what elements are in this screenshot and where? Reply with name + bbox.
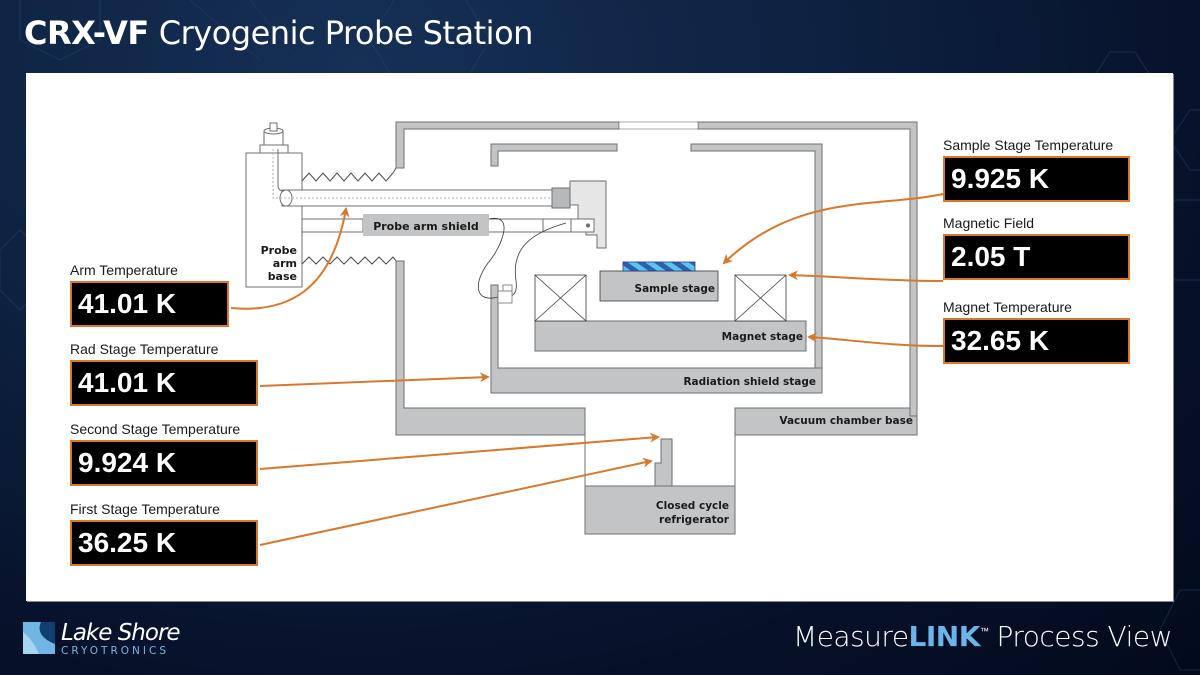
closed-cycle-refrigerator (584, 485, 736, 535)
refrigerator-cold-head (654, 438, 673, 487)
product-title: MeasureLINK™ Process View (793, 620, 1172, 653)
radiation-shield (490, 143, 823, 394)
arrow-first-stage-temperature (259, 457, 653, 546)
probe-arm-shield (301, 214, 595, 236)
first-stage-temperature-value: 36.25 K (70, 520, 258, 566)
chamber-window (618, 121, 699, 130)
company-subtitle: CRYOTRONICS (61, 645, 169, 657)
cable-block (497, 290, 513, 304)
sample-stage-label: Sample stage (635, 283, 715, 295)
second-stage-temperature-label: Second Stage Temperature (70, 421, 241, 437)
vacuum-chamber (395, 121, 918, 486)
vacuum-chamber-base-label: Vacuum chamber base (779, 415, 913, 427)
product-suffix: Process View (996, 620, 1172, 653)
readout-sample-stage-temperature: Sample Stage Temperature 9.925 K (943, 136, 1130, 202)
probe-cable-1 (477, 217, 505, 299)
product-prefix: Measure (793, 620, 909, 653)
radiation-shield-top-left (490, 143, 618, 167)
arm-temperature-value: 41.01 K (70, 281, 229, 327)
radiation-shield-stage-label: Radiation shield stage (683, 376, 816, 388)
model-code: CRX-VF (24, 14, 149, 52)
readout-magnet-temperature: Magnet Temperature 32.65 K (943, 298, 1130, 364)
magnet-temperature-label: Magnet Temperature (943, 299, 1072, 315)
sample-stage (599, 270, 719, 302)
probe-arm-base-label-1: Probe (261, 244, 297, 257)
process-view-panel: Probe arm shield Probe arm base Sample s… (26, 73, 1173, 601)
station-name: Cryogenic Probe Station (158, 14, 534, 52)
bellows-lower (301, 256, 397, 265)
second-stage-temperature-value: 9.924 K (70, 440, 258, 486)
magnet-coil-left (534, 274, 587, 322)
magnet-coil-right (734, 274, 787, 322)
probe-arm-base-label-2: arm (273, 257, 297, 270)
probe-arm-base-label-3: base (268, 270, 297, 283)
arrow-arm-temperature (230, 207, 350, 310)
arrow-sample-stage-temperature (722, 193, 944, 265)
arm-temperature-label: Arm Temperature (70, 262, 178, 278)
rad-stage-temperature-label: Rad Stage Temperature (70, 341, 219, 357)
probe-arm-shield-label: Probe arm shield (373, 220, 479, 233)
arrow-magnet-temperature (807, 332, 944, 347)
arrow-second-stage-temperature (259, 432, 660, 470)
cryostat-diagram: Probe arm shield Probe arm base Sample s… (230, 121, 944, 546)
sample (622, 261, 696, 272)
readout-rad-stage-temperature: Rad Stage Temperature 41.01 K (70, 340, 258, 406)
sample-stage-temperature-value: 9.925 K (943, 156, 1130, 202)
sample-stage-temperature-label: Sample Stage Temperature (943, 137, 1114, 153)
arrow-rad-stage-temperature (259, 372, 490, 387)
probe-head (569, 180, 607, 249)
refrigerator-label-2: refrigerator (659, 514, 730, 526)
readout-first-stage-temperature: First Stage Temperature 36.25 K (70, 500, 258, 566)
readout-magnetic-field: Magnetic Field 2.05 T (943, 214, 1130, 280)
refrigerator-label-1: Closed cycle (656, 500, 729, 512)
trademark: ™ (979, 627, 989, 637)
bellows-upper (301, 167, 397, 182)
magnetic-field-label: Magnetic Field (943, 215, 1035, 231)
magnet-temperature-value: 32.65 K (943, 318, 1130, 364)
company-name: Lake Shore (61, 620, 181, 646)
lake-shore-logo: Lake Shore CRYOTRONICS (23, 620, 223, 660)
probe-arm-base (245, 122, 303, 288)
readout-second-stage-temperature: Second Stage Temperature 9.924 K (70, 420, 258, 486)
radiation-shield-stage (490, 284, 823, 394)
magnet-stage (534, 320, 807, 352)
lake-shore-logo-icon (23, 622, 55, 654)
probe-arm (272, 149, 571, 209)
product-link: LINK (908, 620, 981, 653)
rad-stage-temperature-value: 41.01 K (70, 360, 258, 406)
first-stage-temperature-label: First Stage Temperature (70, 501, 220, 517)
arrow-magnetic-field (788, 270, 944, 282)
vacuum-chamber-left-lower (395, 260, 586, 436)
magnetic-field-value: 2.05 T (943, 234, 1130, 280)
magnet-stage-label: Magnet stage (722, 331, 803, 343)
readout-arm-temperature: Arm Temperature 41.01 K (70, 261, 229, 327)
